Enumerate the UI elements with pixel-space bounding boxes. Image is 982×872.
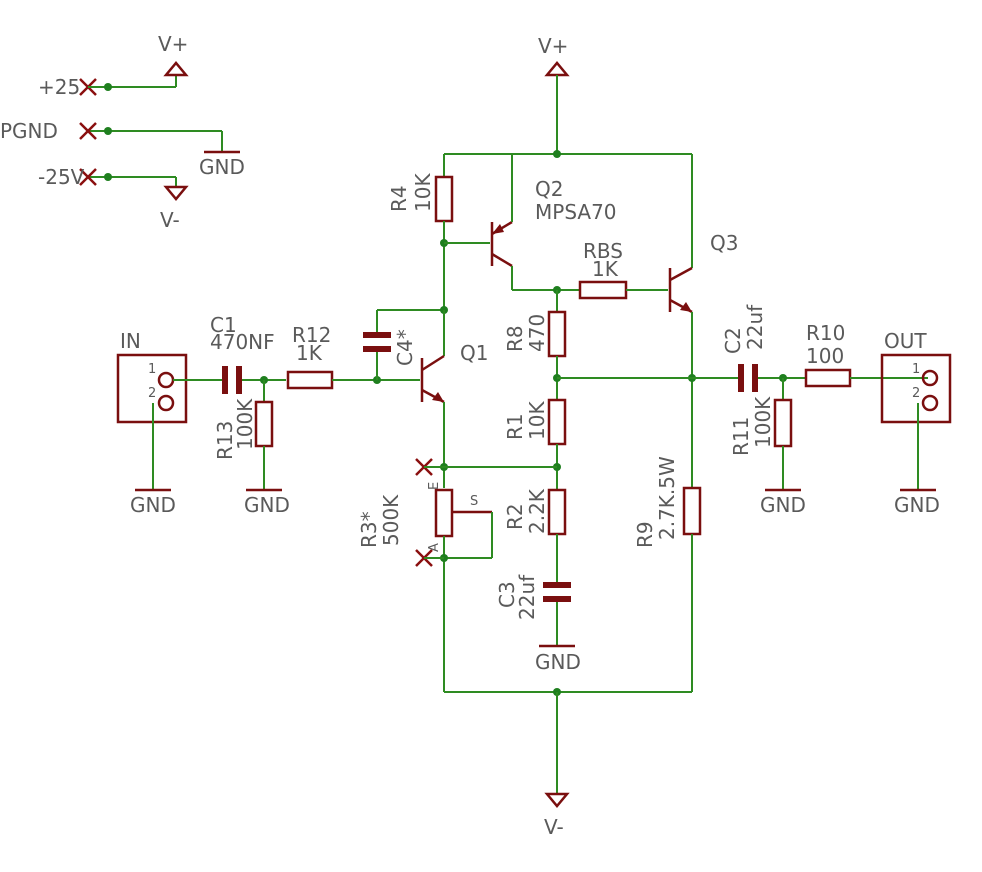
resistor-r11: GND R11 100K — [729, 378, 806, 517]
svg-text:R9: R9 — [633, 521, 657, 548]
capacitor-c2: C2 22uf — [721, 304, 806, 392]
gnd-r11-label: GND — [760, 493, 806, 517]
resistor-r1: R1 10K — [503, 398, 567, 490]
svg-text:22uf: 22uf — [515, 574, 539, 620]
resistor-r12: R12 1K — [286, 323, 420, 390]
v-minus-bottom-label: V- — [544, 815, 564, 839]
v-minus-left-label: V- — [160, 208, 180, 232]
resistor-r8: R8 470 — [503, 290, 567, 400]
connector-in: IN 1 2 GND — [116, 329, 222, 517]
svg-text:Q1: Q1 — [460, 341, 488, 365]
svg-text:1: 1 — [912, 362, 920, 377]
svg-text:S: S — [470, 494, 478, 509]
svg-text:R1: R1 — [503, 413, 527, 440]
svg-text:E: E — [427, 482, 442, 490]
pin-pgnd-label: PGND — [0, 119, 58, 143]
svg-text:R3*: R3* — [357, 511, 381, 548]
svg-text:470NF: 470NF — [210, 330, 275, 354]
svg-text:C2: C2 — [721, 327, 745, 354]
svg-text:10K: 10K — [411, 173, 435, 212]
transistor-q3: Q3 — [668, 231, 738, 488]
transistor-q2: Q2 MPSA70 — [444, 154, 617, 291]
svg-text:470: 470 — [525, 314, 549, 352]
svg-text:100K: 100K — [751, 396, 775, 448]
gnd-r13-label: GND — [244, 493, 290, 517]
svg-text:Q2: Q2 — [535, 177, 563, 201]
vminus-rail: V- — [444, 688, 692, 839]
pin-25-label: +25 — [38, 75, 80, 99]
svg-text:2: 2 — [912, 386, 920, 401]
svg-text:1K: 1K — [592, 257, 619, 281]
svg-text:10K: 10K — [525, 401, 549, 440]
capacitor-c1: C1 470NF — [210, 313, 286, 394]
svg-text:22uf: 22uf — [743, 304, 767, 350]
resistor-r2: R2 2.2K — [503, 488, 567, 582]
resistor-r10: R10 100 — [804, 321, 928, 388]
svg-text:C4*: C4* — [393, 329, 417, 366]
trimpot-r3: S E A R3* 500K — [357, 482, 493, 692]
svg-text:R12: R12 — [292, 323, 331, 347]
resistor-r9: R9 2.7K.5W — [633, 456, 702, 692]
pin-m25-label: -25V — [38, 165, 85, 189]
gnd-c3-label: GND — [535, 650, 581, 674]
svg-text:1K: 1K — [296, 341, 323, 365]
v-plus-left-label: V+ — [158, 32, 188, 56]
svg-text:R10: R10 — [806, 321, 845, 345]
svg-text:C1: C1 — [210, 313, 237, 337]
svg-text:R4: R4 — [387, 185, 411, 212]
resistor-r13: GND R13 100K — [213, 380, 290, 517]
svg-text:RBS: RBS — [583, 239, 623, 263]
vplus-rail: V+ — [444, 34, 693, 268]
svg-text:100K: 100K — [233, 398, 257, 450]
svg-text:2.2K: 2.2K — [525, 488, 549, 534]
gnd-out-label: GND — [894, 493, 940, 517]
svg-text:500K: 500K — [379, 494, 403, 546]
capacitor-c3: GND C3 22uf — [495, 574, 581, 674]
svg-text:C3: C3 — [495, 581, 519, 608]
svg-text:R11: R11 — [729, 417, 753, 456]
connector-out: OUT 1 2 GND — [880, 329, 952, 517]
svg-text:2.7K.5W: 2.7K.5W — [655, 456, 679, 540]
svg-text:Q3: Q3 — [710, 231, 738, 255]
resistor-r4: R4 10K — [387, 154, 454, 310]
svg-text:1: 1 — [148, 362, 156, 377]
svg-text:2: 2 — [148, 386, 156, 401]
svg-text:100: 100 — [806, 344, 844, 368]
svg-text:R8: R8 — [503, 325, 527, 352]
power-connector-block: V+ +25 GND PGND V- -25V — [0, 32, 245, 232]
transistor-q1: Q1 — [420, 310, 488, 488]
resistor-rbs: RBS 1K — [553, 239, 668, 300]
svg-text:MPSA70: MPSA70 — [535, 200, 617, 224]
svg-text:R13: R13 — [213, 421, 237, 460]
v-plus-top-label: V+ — [538, 34, 568, 58]
svg-text:IN: IN — [120, 329, 141, 353]
svg-text:A: A — [427, 543, 442, 552]
svg-text:R2: R2 — [503, 503, 527, 530]
gnd-pgnd-label: GND — [199, 155, 245, 179]
gnd-in-label: GND — [130, 493, 176, 517]
capacitor-c4: C4* — [363, 306, 448, 380]
svg-text:OUT: OUT — [884, 329, 927, 353]
